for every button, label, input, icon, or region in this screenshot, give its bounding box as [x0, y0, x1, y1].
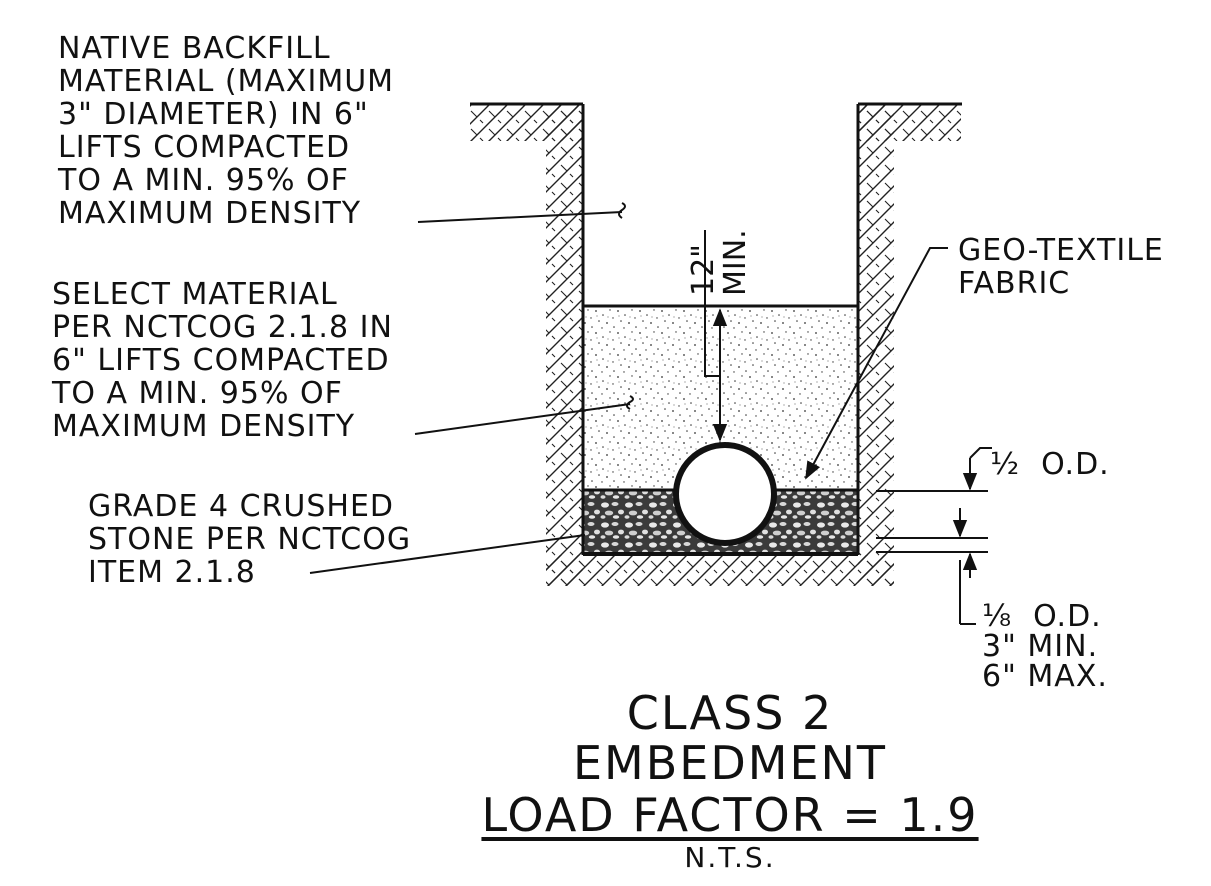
crushed-stone-note: GRADE 4 CRUSHED STONE PER NCTCOG ITEM 2.… — [88, 489, 412, 590]
cover-min-word: MIN. — [718, 229, 753, 296]
pipe — [673, 442, 777, 546]
title-load-factor: LOAD FACTOR = 1.9 — [481, 788, 979, 842]
title-embedment: EMBEDMENT — [572, 736, 888, 790]
select-material-leader — [414, 403, 631, 435]
crushed-stone-leader — [309, 534, 586, 574]
half-od-label: ½ O.D. — [990, 447, 1110, 482]
geotextile-leader — [805, 247, 948, 480]
max-6-label: 6" MAX. — [982, 659, 1108, 694]
title-class: CLASS 2 — [626, 686, 834, 740]
native-soil-hatch — [470, 104, 961, 586]
geotextile-note: GEO-TEXTILE FABRIC — [958, 233, 1164, 301]
scale-note: N.T.S. — [684, 841, 776, 874]
native-backfill-leader — [417, 211, 623, 223]
bedding-dimensions — [876, 447, 992, 625]
cover-dimension-leader — [704, 230, 720, 377]
cover-min-value: 12" — [686, 244, 721, 296]
native-backfill-squiggle — [618, 202, 626, 219]
select-material-squiggle — [626, 395, 634, 410]
min-3-label: 3" MIN. — [982, 629, 1099, 664]
eighth-od-label: ⅛ O.D. — [982, 599, 1102, 634]
select-material-note: SELECT MATERIAL PER NCTCOG 2.1.8 IN 6" L… — [52, 277, 393, 444]
native-backfill-note: NATIVE BACKFILL MATERIAL (MAXIMUM 3" DIA… — [58, 31, 395, 231]
